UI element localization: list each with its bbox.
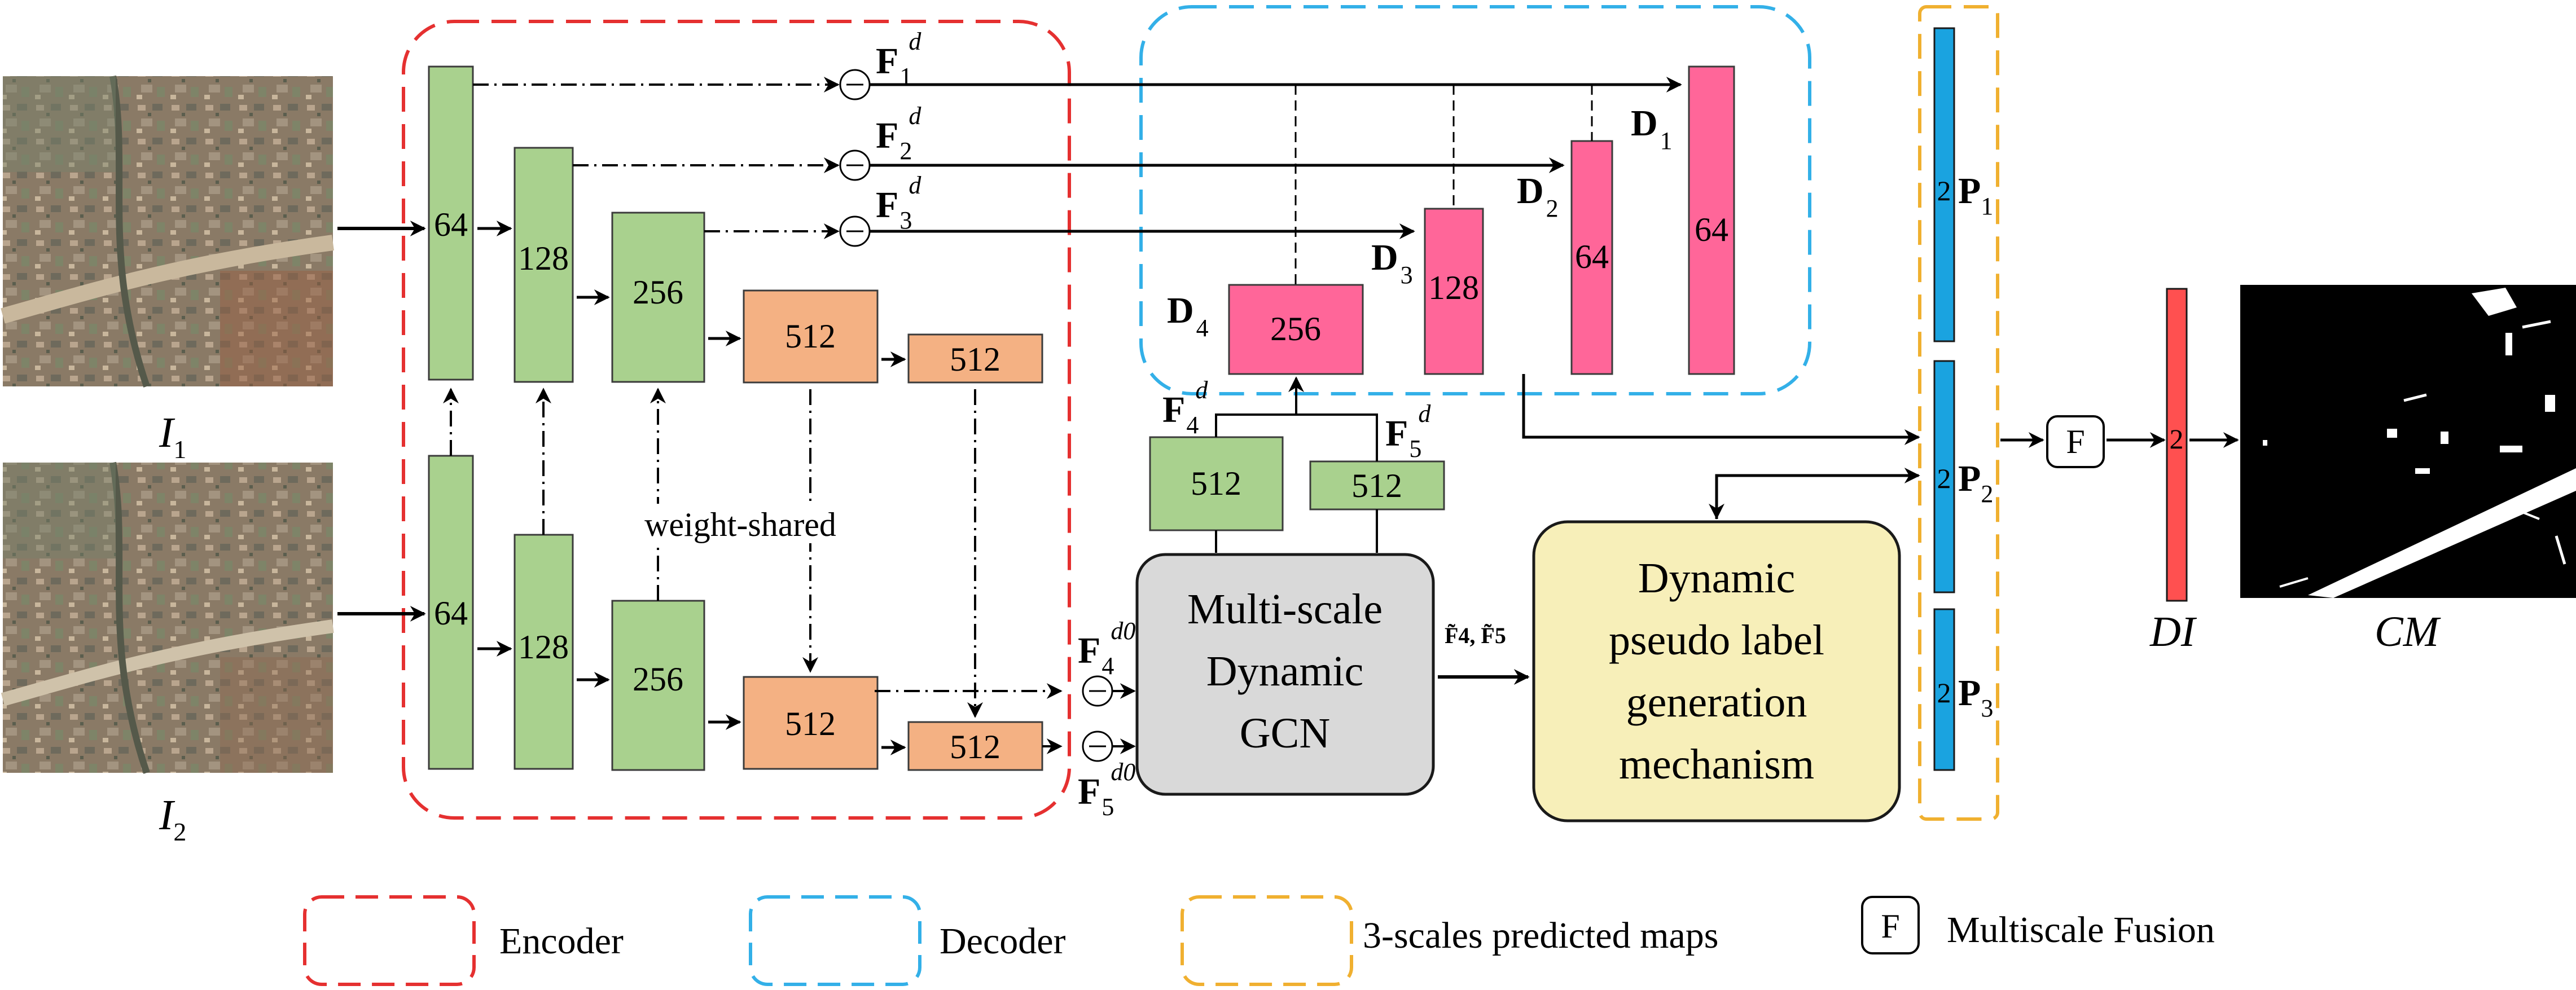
svg-text:128: 128 <box>1428 269 1479 306</box>
gcn-line-1: Multi-scale <box>1187 586 1383 633</box>
input-image-1 <box>1 75 334 388</box>
subtract-op-5 <box>1082 731 1113 762</box>
pseudo-prediction-link <box>1709 468 1920 520</box>
svg-text:pseudo label: pseudo label <box>1609 617 1824 664</box>
legend-fusion-swatch <box>1861 896 1920 954</box>
svg-text:512: 512 <box>1191 465 1241 502</box>
label-f2d: F2d <box>876 102 921 165</box>
legend-predicted-swatch <box>1181 895 1353 986</box>
svg-text:512: 512 <box>1351 467 1402 504</box>
image-1-label: I1 <box>159 409 186 464</box>
label-f4d: F4d <box>1162 376 1208 439</box>
svg-text:2: 2 <box>2170 423 2184 455</box>
decoder-frame <box>1139 5 1811 395</box>
decoder-block-d2: 64 <box>1570 140 1613 375</box>
change-map-image <box>2240 285 2576 598</box>
skip-lines <box>473 77 1682 754</box>
encoder-bottom-block-5-label: 512 <box>950 728 1000 765</box>
svg-text:Dynamic: Dynamic <box>1638 555 1796 602</box>
encoder-bottom-block-3: 256 <box>611 600 705 771</box>
predicted-maps-frame <box>1918 5 1999 821</box>
label-f1d: F1d <box>876 28 921 90</box>
encoder-top-block-1: 64 <box>428 65 474 381</box>
decoder-label-d4: D4 <box>1167 290 1209 342</box>
encoder-bottom-block-1: 64 <box>428 455 474 770</box>
decoder-block-d1: 64 <box>1688 65 1735 375</box>
encoder-top-block-2: 128 <box>514 147 574 383</box>
encoder-bottom-block-3-label: 256 <box>633 661 683 698</box>
encoder-top-block-4-label: 512 <box>785 318 836 355</box>
gcn-line-2: Dynamic <box>1206 648 1364 695</box>
pseudo-label-block: Dynamic pseudo label generation mechanis… <box>1532 520 1901 822</box>
encoder-bottom-block-4-label: 512 <box>785 705 836 742</box>
encoder-top-block-3: 256 <box>611 212 705 383</box>
svg-text:generation: generation <box>1626 679 1807 726</box>
gcn-feature-1: 512 <box>1149 436 1284 531</box>
svg-text:2: 2 <box>1937 175 1951 206</box>
label-f4d0: F4d0 <box>1078 617 1135 680</box>
prediction-p1: 2 P1 <box>1933 27 1993 342</box>
label-f5d0: F5d0 <box>1078 758 1135 821</box>
decoder-label-d3: D3 <box>1371 237 1413 289</box>
gcn-feature-2: 512 <box>1309 460 1445 511</box>
svg-text:mechanism: mechanism <box>1619 741 1814 788</box>
image-2-label: I2 <box>159 791 186 846</box>
svg-text:P2: P2 <box>1958 458 1993 508</box>
cm-label: CM <box>2375 608 2441 655</box>
decoder-links <box>1294 85 1593 285</box>
svg-text:256: 256 <box>1270 310 1321 347</box>
gcn-output-label: F̃4, F̃5 <box>1445 623 1506 648</box>
encoder-bottom-block-5: 512 <box>907 721 1043 771</box>
weight-shared-label: weight-shared <box>644 506 836 543</box>
di-label: DI <box>2149 608 2197 655</box>
svg-text:64: 64 <box>1575 238 1609 275</box>
decoder-label-d2: D2 <box>1517 170 1559 222</box>
gcn-feature-connectors <box>1215 376 1378 553</box>
encoder-bottom-block-1-label: 64 <box>434 595 468 632</box>
decoder-block-d4: 256 <box>1228 284 1364 375</box>
svg-text:2: 2 <box>1937 677 1951 709</box>
svg-text:P1: P1 <box>1958 170 1993 220</box>
svg-text:2: 2 <box>1937 463 1951 494</box>
encoder-top-block-5: 512 <box>907 333 1043 384</box>
decoder-label-d1: D1 <box>1631 103 1673 155</box>
encoder-frame <box>402 20 1071 820</box>
decoder-to-predictions-arrow <box>1522 374 1920 445</box>
legend-decoder-swatch <box>749 895 921 986</box>
encoder-bottom-block-2: 128 <box>514 534 574 770</box>
encoder-top-block-4: 512 <box>743 289 879 384</box>
label-f3d: F3d <box>876 171 921 234</box>
gcn-block: Multi-scale Dynamic GCN <box>1135 553 1435 796</box>
subtract-op-1 <box>839 69 871 100</box>
prediction-p2: 2 P2 <box>1933 360 1993 593</box>
legend-encoder-swatch <box>303 895 476 986</box>
encoder-bottom-block-4: 512 <box>743 676 879 770</box>
encoder-top-block-1-label: 64 <box>434 206 468 243</box>
label-f5d: F5d <box>1385 400 1431 463</box>
svg-text:P3: P3 <box>1958 672 1993 722</box>
svg-text:64: 64 <box>1695 211 1728 248</box>
subtract-op-2 <box>839 149 871 181</box>
legend-encoder-label: Encoder <box>499 921 624 962</box>
weight-shared-label-bg <box>621 504 846 543</box>
legend: Encoder Decoder 3-scales predicted maps … <box>303 895 2215 986</box>
encoder-bottom-block-2-label: 128 <box>518 628 569 666</box>
input-image-2 <box>1 461 334 774</box>
legend-fusion-symbol: F <box>1881 908 1899 945</box>
prediction-p3: 2 P3 <box>1933 608 1993 771</box>
subtract-op-3 <box>839 215 871 247</box>
legend-predicted-label: 3-scales predicted maps <box>1363 915 1718 956</box>
fusion-box: F <box>2046 415 2105 468</box>
gcn-line-3: GCN <box>1240 710 1330 757</box>
legend-decoder-label: Decoder <box>940 921 1066 962</box>
encoder-top-block-5-label: 512 <box>950 341 1000 378</box>
di-block: 2 <box>2166 288 2188 602</box>
encoder-top-block-3-label: 256 <box>633 274 683 311</box>
subtract-op-4 <box>1082 675 1113 707</box>
svg-text:F: F <box>2066 423 2085 460</box>
decoder-block-d3: 128 <box>1424 208 1484 375</box>
legend-fusion-label: Multiscale Fusion <box>1947 909 2215 951</box>
encoder-top-block-2-label: 128 <box>518 240 569 277</box>
